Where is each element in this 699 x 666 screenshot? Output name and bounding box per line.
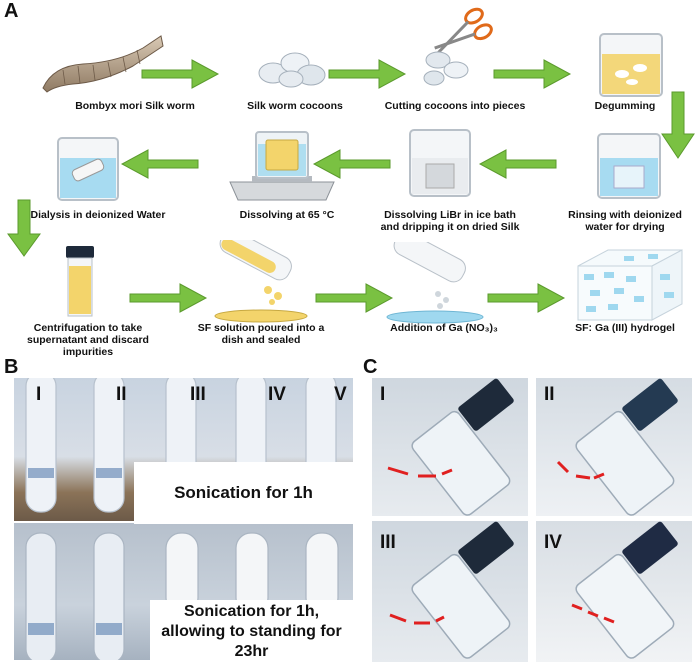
step-caption: Dissolving LiBr in ice bath and dripping… [380,209,520,233]
arrow-right-icon [487,283,566,313]
arrow-right-icon [493,59,572,89]
beaker-degumming-illustration [599,33,663,97]
step-caption: Dialysis in deionized Water [30,209,166,221]
step-caption: SF: Ga (III) hydrogel [575,322,675,334]
panel-c-photo-4 [536,521,692,662]
silkworm-illustration [42,35,164,93]
step-caption: Bombyx mori Silk worm [75,100,195,112]
panel-b-label: B [4,356,19,378]
arrow-left-icon [312,149,391,179]
arrow-right-icon [328,59,407,89]
step-caption: SF solution poured into a dish and seale… [197,322,325,346]
panel-c-photo-1 [372,378,528,516]
beaker-rinsing-illustration [597,133,661,199]
vial-label: II [544,384,555,405]
arrow-down-icon [661,91,695,159]
pouring-sf-illustration [214,240,308,323]
tube-label: III [190,384,206,405]
panel-b-caption-bottom: Sonication for 1h, allowing to standing … [150,600,353,664]
tube-label: V [334,384,347,405]
step-caption: Silk worm cocoons [247,100,343,112]
arrow-left-icon [478,149,557,179]
panel-a-label: A [4,0,19,22]
arrow-right-icon [141,59,220,89]
arrow-left-icon [120,149,199,179]
arrow-right-icon [129,283,208,313]
arrow-down-icon [7,199,41,257]
step-caption: Cutting cocoons into pieces [384,100,526,112]
panel-c-photo-3 [372,521,528,662]
hotplate-beaker-illustration [229,131,335,201]
hydrogel-cube-illustration [577,249,683,321]
tube-label: II [116,384,127,405]
panel-c-label: C [363,356,378,378]
cocoons-illustration [258,52,326,88]
tube-label: IV [268,384,286,405]
panel-c-photo-2 [536,378,692,516]
panel-b-caption-top: Sonication for 1h [134,462,353,524]
beaker-libr-illustration [409,129,471,197]
step-caption: Addition of Ga (NO₃)₃ [390,322,498,334]
vial-label: I [380,384,386,405]
adding-ga-illustration [386,242,484,324]
step-caption: Rinsing with deionized water for drying [568,209,682,233]
centrifuge-tube-illustration [66,246,94,317]
step-caption: Degumming [594,100,656,112]
step-caption: Dissolving at 65 °C [239,209,335,221]
beaker-dialysis-illustration [57,137,119,201]
arrow-right-icon [315,283,394,313]
vial-label: III [380,532,396,553]
tube-label: I [36,384,42,405]
step-caption: Centrifugation to take supernatant and d… [27,322,149,358]
vial-label: IV [544,532,562,553]
scissors-cocoons-illustration [423,7,493,86]
